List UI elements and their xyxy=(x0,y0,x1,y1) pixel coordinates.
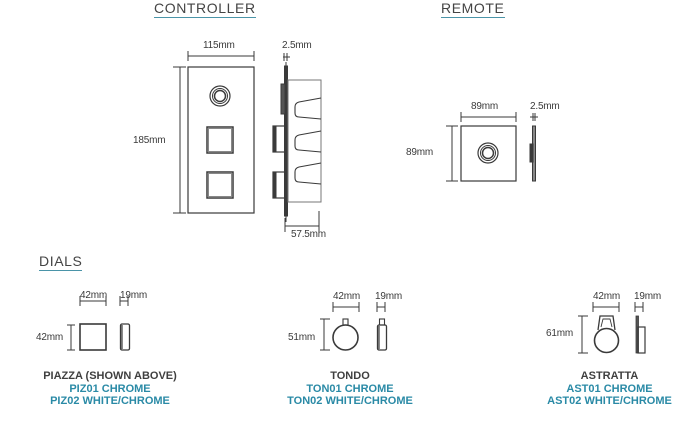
tondo-height-label: 51mm xyxy=(288,332,315,343)
dial-code-white-chrome: TON02 WHITE/CHROME xyxy=(287,395,413,407)
dial-code-chrome: TON01 CHROME xyxy=(306,382,394,395)
piazza-width-label: 42mm xyxy=(80,290,107,301)
dial-tondo-drawing xyxy=(320,302,388,351)
remote-heading: REMOTE xyxy=(441,0,505,18)
dials-heading: DIALS xyxy=(39,253,83,271)
dial-code-white-chrome: AST02 WHITE/CHROME xyxy=(547,395,672,407)
remote-height-label: 89mm xyxy=(406,147,433,158)
dial-astratta-drawing xyxy=(578,302,646,354)
controller-plate-thickness-label: 2.5mm xyxy=(282,40,312,51)
dial-name: ASTRATTA xyxy=(580,370,639,382)
remote-plate-thickness-label: 2.5mm xyxy=(530,101,560,112)
dial-piazza-drawing xyxy=(67,296,131,351)
controller-heading: CONTROLLER xyxy=(154,0,256,18)
remote-width-label: 89mm xyxy=(471,101,498,112)
dial-caption-piazza: PIAZZA (SHOWN ABOVE) PIZ01 CHROME PIZ02 … xyxy=(20,370,200,408)
dial-name: PIAZZA (SHOWN ABOVE) xyxy=(43,370,177,382)
tondo-width-label: 42mm xyxy=(333,291,360,302)
remote-side-view xyxy=(529,113,538,182)
dial-code-chrome: PIZ01 CHROME xyxy=(69,382,151,395)
piazza-height-label: 42mm xyxy=(36,332,63,343)
tondo-depth-label: 19mm xyxy=(375,291,402,302)
controller-width-label: 115mm xyxy=(203,40,235,51)
controller-height-label: 185mm xyxy=(133,135,166,146)
dial-code-white-chrome: PIZ02 WHITE/CHROME xyxy=(50,395,170,407)
piazza-depth-label: 19mm xyxy=(120,290,147,301)
dial-caption-astratta: ASTRATTA AST01 CHROME AST02 WHITE/CHROME xyxy=(532,370,687,408)
remote-front-view xyxy=(446,112,517,182)
astratta-height-label: 61mm xyxy=(546,328,573,339)
astratta-depth-label: 19mm xyxy=(634,291,661,302)
dial-code-chrome: AST01 CHROME xyxy=(566,382,653,395)
controller-depth-label: 57.5mm xyxy=(291,229,326,240)
astratta-width-label: 42mm xyxy=(593,291,620,302)
dial-caption-tondo: TONDO TON01 CHROME TON02 WHITE/CHROME xyxy=(270,370,430,408)
dial-name: TONDO xyxy=(330,370,370,382)
controller-front-view xyxy=(173,51,255,214)
controller-side-view xyxy=(272,53,322,232)
